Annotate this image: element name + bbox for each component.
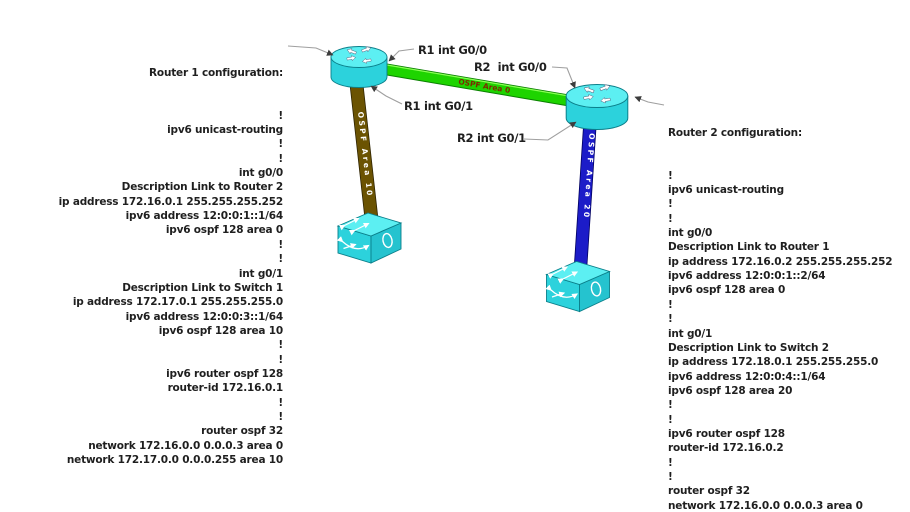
config-line: network 172.17.0.0 0.0.0.255 area 10 (66, 453, 283, 466)
config-line: router ospf 32 (201, 425, 283, 438)
config-line: ! (278, 152, 283, 165)
config-line: ip address 172.17.0.1 255.255.255.0 (72, 296, 283, 309)
label-r1-int-g01: R1 int G0/1 (404, 99, 473, 113)
leader-router1-config (287, 45, 334, 56)
leader-r1-g01 (370, 85, 403, 105)
config-line: Description Link to Switch 2 (668, 341, 829, 354)
config-line: ipv6 unicast-routing (668, 184, 784, 197)
config-line: ipv6 router ospf 128 (668, 427, 785, 440)
config-line: router-id 172.16.0.1 (167, 382, 284, 395)
config-line: ! (668, 313, 673, 326)
config-line: ipv6 ospf 128 area 10 (158, 324, 283, 337)
config-line: ! (278, 253, 283, 266)
router2-config-block: Router 2 configuration: !ipv6 unicast-ro… (668, 97, 910, 512)
config-line: ! (668, 470, 673, 483)
config-line: ! (278, 238, 283, 251)
config-line: Description Link to Switch 1 (122, 281, 283, 294)
config-line: ipv6 ospf 128 area 0 (668, 284, 786, 297)
config-line: ipv6 router ospf 128 (166, 367, 283, 380)
config-line: ! (278, 339, 283, 352)
leader-r1-g00 (388, 48, 415, 62)
config-line: ipv6 ospf 128 area 0 (165, 224, 283, 237)
config-line: ! (668, 198, 673, 211)
config-line: int g0/0 (668, 227, 713, 240)
config-line: router ospf 32 (668, 485, 750, 498)
switch2-icon (547, 262, 610, 312)
router2-config-title: Router 2 configuration: (668, 126, 802, 139)
config-line: ipv6 ospf 128 area 20 (668, 384, 793, 397)
config-line: ip address 172.18.0.1 255.255.255.0 (668, 356, 879, 369)
config-line: int g0/1 (668, 327, 713, 340)
config-line: int g0/0 (238, 167, 283, 180)
config-line: ! (278, 138, 283, 151)
config-line: int g0/1 (238, 267, 283, 280)
config-line: ! (668, 413, 673, 426)
config-line: ! (278, 353, 283, 366)
config-line: ip address 172.16.0.2 255.255.255.252 (668, 255, 893, 268)
leader-router2-config (634, 96, 665, 106)
config-line: router-id 172.16.0.2 (668, 442, 784, 455)
config-line: ! (668, 298, 673, 311)
label-r2-int-g00: R2 int G0/0 (474, 60, 547, 74)
leader-r2-g01 (523, 121, 577, 141)
label-r1-int-g00: R1 int G0/0 (418, 43, 487, 57)
config-line: ipv6 address 12:0:0:3::1/64 (125, 310, 284, 323)
config-line: ipv6 address 12:0:0:4::1/64 (668, 370, 826, 383)
config-line: ipv6 address 12:0:0:1::2/64 (668, 270, 826, 283)
config-line: ! (278, 396, 283, 409)
config-line: network 172.16.0.0 0.0.0.3 area 0 (88, 439, 283, 452)
config-line: ip address 172.16.0.1 255.255.255.252 (58, 195, 284, 208)
config-line: Description Link to Router 2 (121, 181, 284, 194)
config-line: ! (668, 169, 673, 182)
leader-r2-g00 (551, 66, 576, 89)
config-line: Description Link to Router 1 (668, 241, 830, 254)
config-line: ! (668, 456, 673, 469)
link-area0-highlight (377, 62, 576, 98)
router1-config-title: Router 1 configuration: (149, 66, 283, 79)
label-r2-int-g01: R2 int G0/1 (457, 131, 526, 145)
router1-icon (331, 45, 387, 87)
config-line: ! (668, 399, 673, 412)
config-line: ! (278, 410, 283, 423)
router1-config-block: Router 1 configuration: !ipv6 unicast-ro… (20, 37, 284, 496)
link-label-area0: OSPF Area 0 (458, 77, 511, 95)
config-line: ipv6 unicast-routing (167, 124, 283, 137)
config-line: network 172.16.0.0 0.0.0.3 area 0 (668, 499, 863, 512)
config-line: ! (278, 109, 283, 122)
config-line: ! (668, 212, 673, 225)
switch1-icon (338, 213, 401, 263)
config-line: ipv6 address 12:0:0:1::1/64 (125, 210, 284, 223)
